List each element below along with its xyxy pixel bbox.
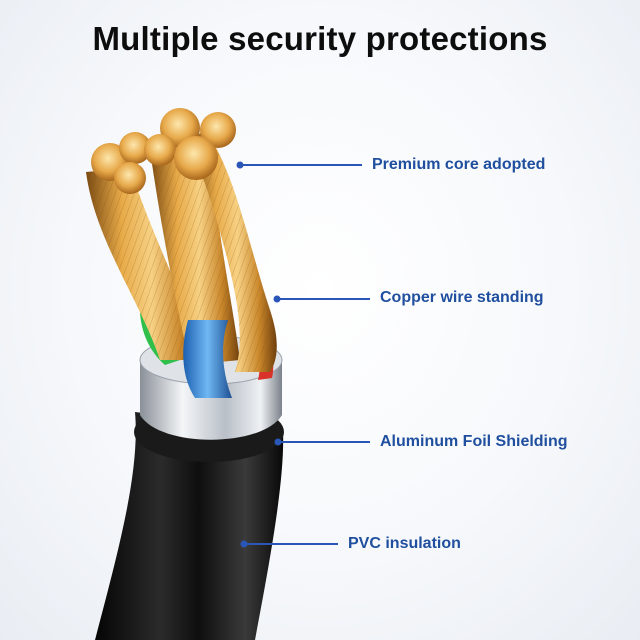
strand-tip <box>174 136 218 180</box>
callout-dot-core <box>236 161 244 169</box>
pvc-jacket <box>95 412 284 640</box>
strand-tip <box>114 162 146 194</box>
callout-dot-foil <box>274 438 282 446</box>
label-copper-wire: Copper wire standing <box>380 289 544 306</box>
label-aluminum-foil: Aluminum Foil Shielding <box>380 433 568 450</box>
page-title: Multiple security protections <box>92 20 548 57</box>
strand-tip <box>200 112 236 148</box>
label-pvc-insulation: PVC insulation <box>348 535 461 552</box>
callout-lines <box>236 161 370 548</box>
strand-tip <box>119 132 151 164</box>
label-premium-core: Premium core adopted <box>372 156 546 173</box>
callout-dot-pvc <box>240 540 248 548</box>
blue-inner-wire <box>183 320 232 398</box>
strand-tip <box>144 134 176 166</box>
callout-dot-copper <box>273 295 281 303</box>
